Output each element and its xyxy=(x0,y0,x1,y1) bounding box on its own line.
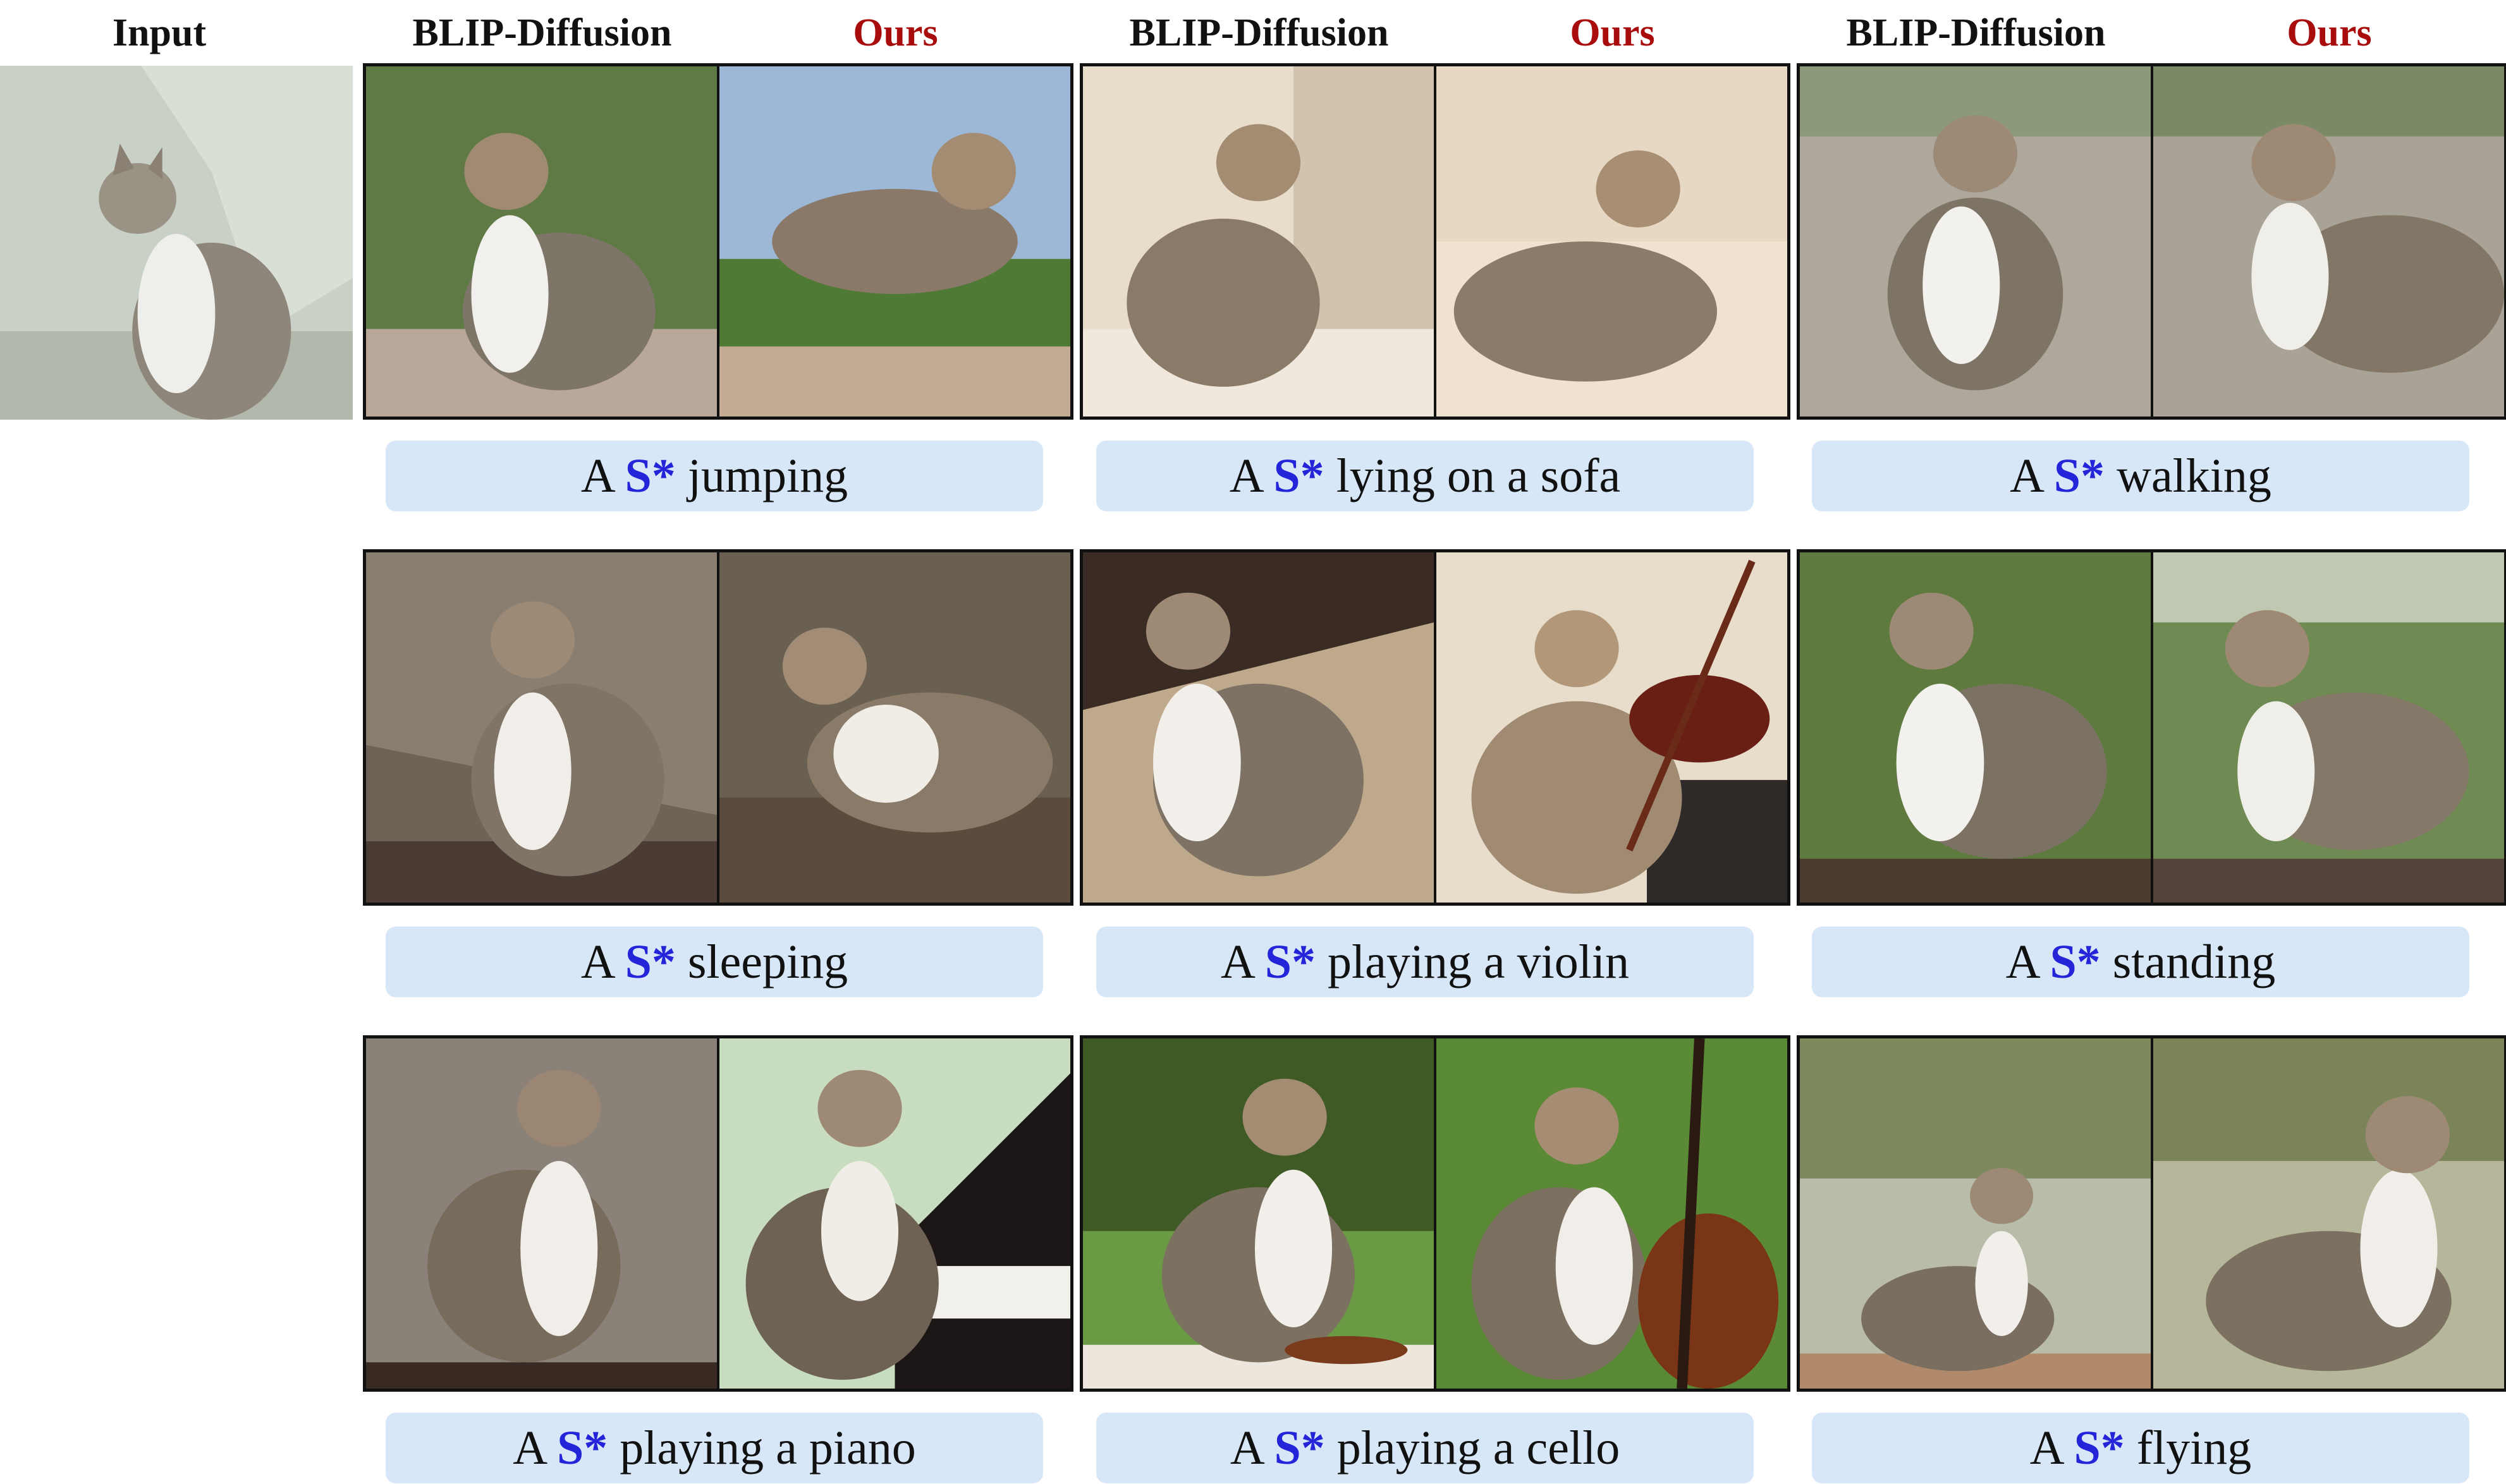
image-pair-standing xyxy=(1797,549,2506,906)
caption-sleeping: A S* sleeping xyxy=(386,927,1043,997)
pair-divider xyxy=(2151,1038,2153,1389)
caption-text: sleeping xyxy=(687,935,848,988)
caption-playing-a-cello: A S* playing a cello xyxy=(1096,1413,1754,1483)
image-pair-piano xyxy=(363,1035,1073,1392)
header-blip-3: BLIP-Diffusion xyxy=(1846,11,2106,54)
caption-prefix: A xyxy=(513,1421,545,1475)
image-pair-sofa xyxy=(1080,63,1790,420)
caption-prefix: A xyxy=(2005,935,2038,988)
header-input: Input xyxy=(112,11,207,54)
subject-token: S* xyxy=(2053,449,2105,502)
pair-divider xyxy=(1434,66,1436,417)
caption-walking: A S* walking xyxy=(1812,441,2469,511)
caption-text: lying on a sofa xyxy=(1336,449,1621,502)
caption-prefix: A xyxy=(1230,1421,1262,1475)
caption-lying-on-a-sofa: A S* lying on a sofa xyxy=(1096,441,1754,511)
caption-text: walking xyxy=(2117,449,2271,502)
input-cat-image xyxy=(0,66,353,420)
ours-cat-image xyxy=(2153,66,2504,417)
caption-prefix: A xyxy=(1220,935,1253,988)
blip-cat-image xyxy=(1083,552,1434,903)
pair-divider xyxy=(1434,1038,1436,1389)
subject-token: S* xyxy=(1273,449,1324,502)
header-ours-1: Ours xyxy=(853,11,938,54)
pair-divider xyxy=(2151,66,2153,417)
ours-cat-image xyxy=(1436,66,1787,417)
caption-text: standing xyxy=(2112,935,2276,988)
ours-cat-image xyxy=(2153,552,2504,903)
ours-cat-image xyxy=(719,552,1070,903)
caption-text: playing a cello xyxy=(1336,1421,1620,1475)
header-blip-2: BLIP-Diffusion xyxy=(1129,11,1389,54)
caption-text: playing a piano xyxy=(620,1421,916,1475)
blip-cat-image xyxy=(1800,1038,2151,1389)
subject-token: S* xyxy=(1274,1421,1325,1475)
pair-divider xyxy=(717,552,719,903)
subject-token: S* xyxy=(1264,935,1316,988)
caption-prefix: A xyxy=(2029,1421,2062,1475)
header-ours-2: Ours xyxy=(1570,11,1655,54)
ours-cat-image xyxy=(719,66,1070,417)
caption-flying: A S* flying xyxy=(1812,1413,2469,1483)
image-pair-violin xyxy=(1080,549,1790,906)
blip-cat-image xyxy=(366,1038,717,1389)
subject-token: S* xyxy=(625,449,676,502)
caption-text: playing a violin xyxy=(1327,935,1630,988)
image-pair-walking xyxy=(1797,63,2506,420)
subject-token: S* xyxy=(2050,935,2101,988)
ours-cat-image xyxy=(719,1038,1070,1389)
blip-cat-image xyxy=(1083,66,1434,417)
blip-cat-image xyxy=(1083,1038,1434,1389)
pair-divider xyxy=(717,66,719,417)
image-pair-jumping xyxy=(363,63,1073,420)
blip-cat-image xyxy=(1800,552,2151,903)
caption-prefix: A xyxy=(580,935,613,988)
blip-cat-image xyxy=(1800,66,2151,417)
header-blip-1: BLIP-Diffusion xyxy=(412,11,672,54)
pair-divider xyxy=(1434,552,1436,903)
ours-cat-image xyxy=(1436,552,1787,903)
caption-jumping: A S* jumping xyxy=(386,441,1043,511)
ours-cat-image xyxy=(1436,1038,1787,1389)
caption-prefix: A xyxy=(2010,449,2042,502)
header-ours-3: Ours xyxy=(2287,11,2372,54)
caption-playing-a-violin: A S* playing a violin xyxy=(1096,927,1754,997)
ours-cat-image xyxy=(2153,1038,2504,1389)
caption-prefix: A xyxy=(580,449,613,502)
subject-token: S* xyxy=(556,1421,608,1475)
image-pair-cello xyxy=(1080,1035,1790,1392)
caption-text: flying xyxy=(2136,1421,2252,1475)
blip-cat-image xyxy=(366,552,717,903)
pair-divider xyxy=(2151,552,2153,903)
subject-token: S* xyxy=(2074,1421,2125,1475)
blip-cat-image xyxy=(366,66,717,417)
caption-standing: A S* standing xyxy=(1812,927,2469,997)
image-pair-sleeping xyxy=(363,549,1073,906)
image-pair-flying xyxy=(1797,1035,2506,1392)
subject-token: S* xyxy=(625,935,676,988)
caption-playing-a-piano: A S* playing a piano xyxy=(386,1413,1043,1483)
caption-text: jumping xyxy=(687,449,848,502)
pair-divider xyxy=(717,1038,719,1389)
caption-prefix: A xyxy=(1229,449,1262,502)
